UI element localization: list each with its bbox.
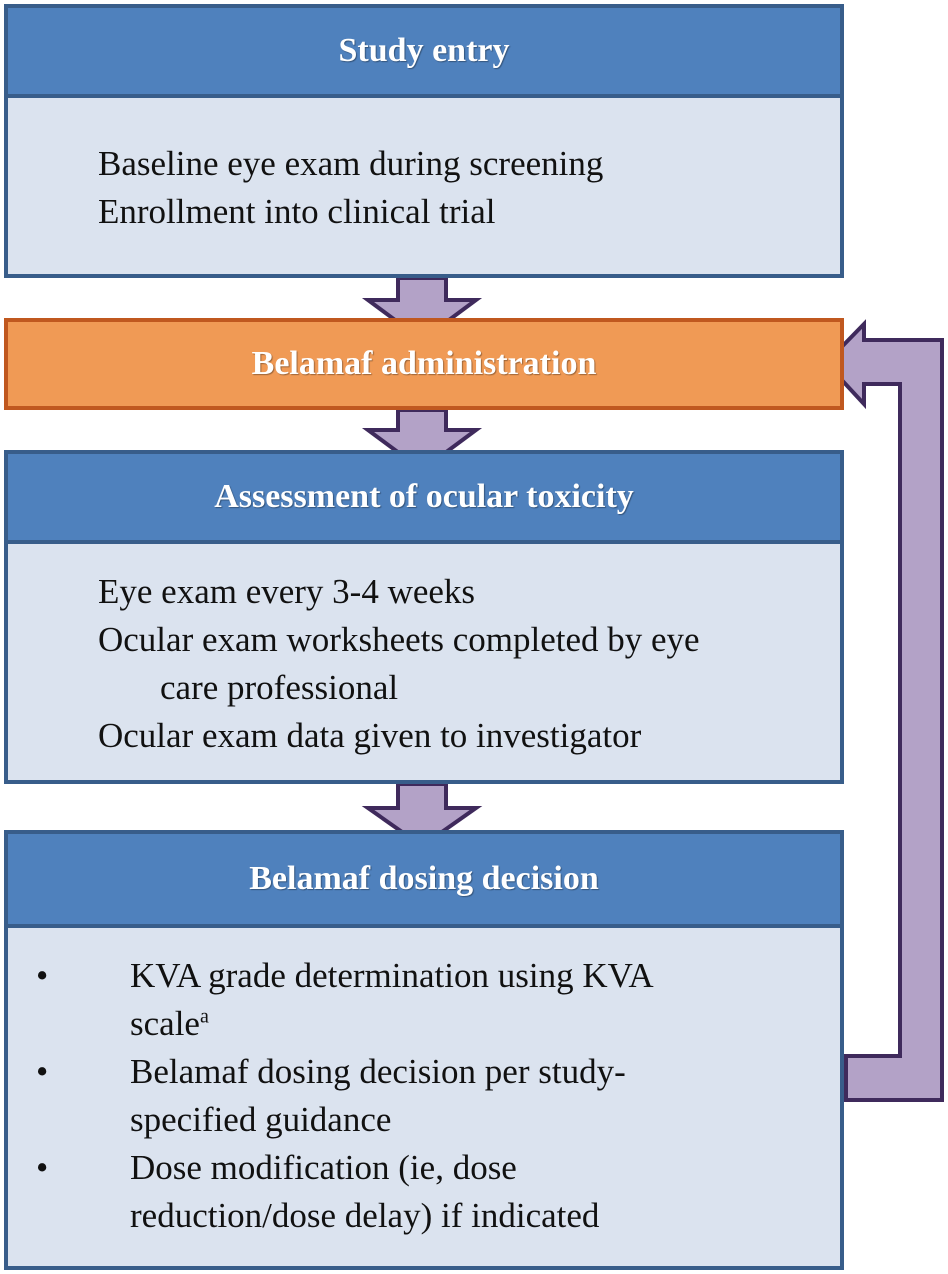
dosing-item: • Belamaf dosing decision per study- spe… — [36, 1048, 840, 1144]
study-entry-title: Study entry — [338, 32, 510, 69]
study-entry-line: Enrollment into clinical trial — [98, 192, 496, 231]
bullet: • — [36, 1052, 49, 1091]
dosing-item: • KVA grade determination using KVA scal… — [36, 952, 840, 1048]
administration-box: Belamaf administration — [4, 318, 844, 410]
assessment-header: Assessment of ocular toxicity — [4, 450, 844, 544]
dosing-item-line2: scale — [130, 1004, 200, 1043]
dosing-item-line: KVA grade determination using KVA — [130, 956, 654, 995]
dosing-item-line: Dose modification (ie, dose — [130, 1148, 517, 1187]
dosing-item-line: scalea — [130, 1000, 840, 1048]
administration-title: Belamaf administration — [251, 345, 597, 382]
dosing-title: Belamaf dosing decision — [249, 860, 599, 897]
dosing-item-line: reduction/dose delay) if indicated — [130, 1196, 600, 1235]
bullet: • — [36, 1148, 49, 1187]
loop-back-arrow — [823, 319, 944, 1102]
dosing-item-line: specified guidance — [130, 1100, 392, 1139]
dosing-header: Belamaf dosing decision — [4, 830, 844, 928]
assessment-line: Ocular exam worksheets completed by eye — [98, 620, 700, 659]
assessment-line: care professional — [160, 668, 399, 707]
study-entry-body: Baseline eye exam during screening Enrol… — [4, 94, 844, 278]
dosing-body: • KVA grade determination using KVA scal… — [4, 924, 844, 1270]
down-arrow-assessment-to-dosing — [361, 782, 483, 849]
dosing-item-line: Belamaf dosing decision per study- — [130, 1052, 626, 1091]
assessment-line: Eye exam every 3-4 weeks — [98, 572, 476, 611]
study-entry-line: Baseline eye exam during screening — [98, 144, 604, 183]
assessment-title: Assessment of ocular toxicity — [214, 478, 634, 515]
assessment-line: Ocular exam data given to investigator — [98, 716, 642, 755]
study-entry-header: Study entry — [4, 4, 844, 98]
dosing-item: • Dose modification (ie, dose reduction/… — [36, 1144, 840, 1240]
assessment-body: Eye exam every 3-4 weeks Ocular exam wor… — [4, 540, 844, 784]
bullet: • — [36, 956, 49, 995]
footnote-marker: a — [199, 1005, 209, 1028]
